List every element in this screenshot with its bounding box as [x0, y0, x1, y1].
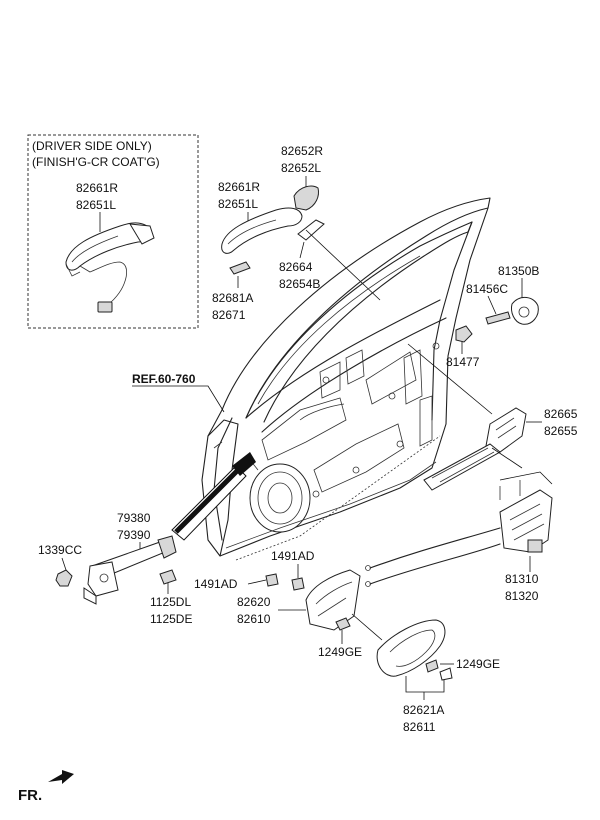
outside-handle — [221, 207, 303, 254]
inset-outside-handle — [65, 222, 155, 313]
label-82620: 82620 — [237, 595, 271, 609]
inside-handle-bracket: 82665 82655 — [407, 343, 578, 491]
label-1491ad-top: 1491AD — [271, 549, 315, 563]
label-82655: 82655 — [544, 424, 578, 438]
label-82671: 82671 — [212, 308, 246, 322]
label-82664: 82664 — [279, 260, 313, 274]
label-82665: 82665 — [544, 407, 578, 421]
inset-note-finish: (FINISH'G-CR COAT'G) — [32, 155, 160, 169]
front-direction-label: FR. — [18, 787, 42, 804]
label-82652l: 82652L — [281, 161, 321, 175]
door-cables — [365, 527, 501, 587]
striker-group: 81350B 81456C 81477 — [446, 264, 539, 369]
inside-handle-assembly: 1491AD 1491AD 82620 82610 1249GE — [194, 549, 362, 659]
label-81320: 81320 — [505, 589, 539, 603]
speaker-opening — [249, 463, 311, 533]
outside-handle-group: 82661R 82651L 82652R 82652L 82664 82654B… — [212, 144, 381, 322]
front-door-panel — [201, 197, 491, 561]
label-inset-82651l: 82651L — [76, 198, 116, 212]
label-79380: 79380 — [117, 511, 151, 525]
label-1249ge-right: 1249GE — [456, 657, 500, 671]
label-82652r: 82652R — [281, 144, 323, 158]
label-inset-82661r: 82661R — [76, 181, 118, 195]
reference-label: REF.60-760 — [132, 372, 196, 386]
label-82621a: 82621A — [403, 703, 444, 717]
label-1491ad-left: 1491AD — [194, 577, 238, 591]
label-82610: 82610 — [237, 612, 271, 626]
label-1125de: 1125DE — [150, 612, 192, 626]
reference-callout: REF.60-760 — [132, 372, 225, 413]
label-82661r: 82661R — [218, 180, 260, 194]
label-81456c: 81456C — [466, 282, 508, 296]
label-81477: 81477 — [446, 355, 480, 369]
label-79390: 79390 — [117, 528, 151, 542]
door-checker: 79380 79390 1339CC 1125DL 1125DE — [38, 511, 192, 626]
label-82681a: 82681A — [212, 291, 253, 305]
label-82611: 82611 — [403, 720, 436, 734]
label-1249ge-left: 1249GE — [318, 645, 362, 659]
handle-gasket — [297, 219, 325, 241]
label-1339cc: 1339CC — [38, 543, 82, 557]
label-1125dl: 1125DL — [150, 595, 191, 609]
label-81350b: 81350B — [498, 264, 539, 278]
label-81310: 81310 — [505, 572, 539, 586]
front-direction-indicator: FR. — [18, 770, 74, 804]
inset-note-driver-side: (DRIVER SIDE ONLY) — [32, 139, 152, 153]
driver-side-inset: (DRIVER SIDE ONLY) (FINISH'G-CR COAT'G) … — [27, 134, 199, 329]
front-arrow-icon — [48, 770, 74, 784]
wiring-grommet — [171, 465, 247, 541]
handle-cover — [293, 185, 319, 211]
label-82654b: 82654B — [279, 277, 320, 291]
key-cover — [229, 261, 251, 275]
inside-handle-cover: 1249GE 82621A 82611 — [351, 613, 500, 734]
door-latch: 81310 81320 — [499, 471, 553, 603]
label-82651l: 82651L — [218, 197, 258, 211]
